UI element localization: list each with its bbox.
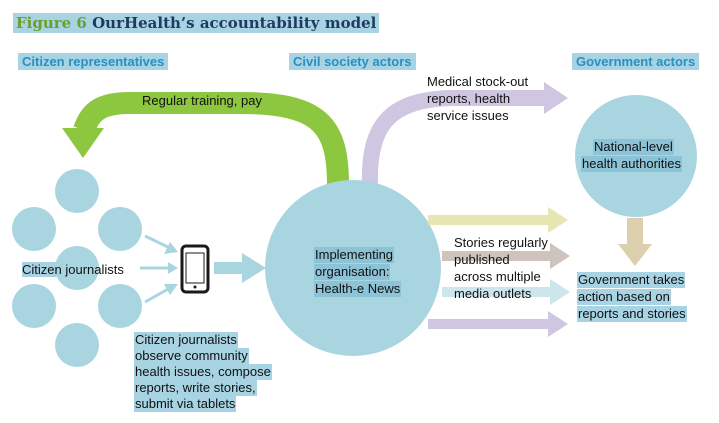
stories-label-line1: Stories regularly (454, 235, 548, 250)
medical-label-line3: service issues (427, 108, 509, 123)
citizen-circle (55, 323, 99, 367)
citizen-circle (12, 284, 56, 328)
citizen-circle (55, 246, 99, 290)
observe-label-line4: reports, write stories, (134, 380, 257, 396)
training-arrow (73, 92, 349, 186)
to-phone-arrow (144, 286, 171, 304)
figure-number: Figure 6 (16, 14, 87, 32)
citizen-journalists-label-a: Citizen (22, 262, 62, 277)
citizen-journalists-label-b: journalists (61, 262, 124, 277)
media-arrow-taupe (442, 251, 552, 261)
header-civil-society-actors: Civil society actors (289, 53, 416, 70)
media-arrow-yellow (428, 215, 550, 225)
header-government-actors: Government actors (572, 53, 700, 70)
figure-title: Figure 6 OurHealth’s accountability mode… (13, 13, 380, 33)
to-phone-arrowhead (168, 262, 178, 274)
medical-label-line2: reports, health (427, 91, 511, 106)
training-label: Regular training, pay (142, 93, 262, 108)
media-arrowhead-lavender (548, 311, 568, 337)
observe-label-line2: observe community (134, 348, 249, 364)
media-arrowhead-blue (550, 279, 570, 305)
stories-label-line3: across multiple (454, 269, 541, 284)
citizen-circle (98, 284, 142, 328)
citizen-journalists-label: Citizen journalists (21, 262, 125, 278)
figure-title-text: OurHealth’s accountability model (92, 14, 377, 32)
organisation-label-line3: Health-e News (314, 281, 402, 297)
citizen-circle (55, 169, 99, 213)
to-phone-arrow (144, 234, 171, 250)
stories-label-line4: media outlets (454, 286, 532, 301)
national-label-line2: health authorities (581, 156, 683, 172)
organisation-label-line1: Implementing (314, 247, 395, 263)
government-action-line2: action based on (577, 289, 671, 305)
stories-label-line2: published (454, 252, 510, 267)
government-action-line3: reports and stories (577, 306, 687, 322)
header-citizen-representatives: Citizen representatives (18, 53, 169, 70)
medical-report-arrow (361, 90, 546, 186)
accountability-arrowhead (618, 244, 652, 266)
media-arrow-lavender (428, 319, 550, 329)
observe-label-line5: submit via tablets (134, 396, 237, 412)
to-organisation-arrowhead (242, 253, 266, 283)
to-phone-arrowhead (164, 284, 178, 295)
observe-label-line1: Citizen journalists (134, 332, 238, 348)
observe-label-line3: health issues, compose (134, 364, 272, 380)
media-arrow-blue (442, 287, 552, 297)
government-action-line1: Government takes (577, 272, 686, 288)
citizen-circle (98, 207, 142, 251)
organisation-label-line2: organisation: (314, 264, 391, 280)
national-label-line1: National-level (593, 139, 674, 155)
to-phone-arrowhead (164, 242, 178, 254)
medical-report-arrowhead (544, 82, 568, 114)
media-arrowhead-taupe (550, 243, 570, 269)
smartphone-icon (180, 244, 210, 294)
citizen-circle (12, 207, 56, 251)
to-organisation-arrow (214, 262, 244, 274)
training-arrowhead (62, 128, 104, 158)
media-arrowhead-yellow (548, 207, 568, 233)
medical-label-line1: Medical stock-out (427, 74, 529, 89)
accountability-arrow (627, 218, 643, 246)
